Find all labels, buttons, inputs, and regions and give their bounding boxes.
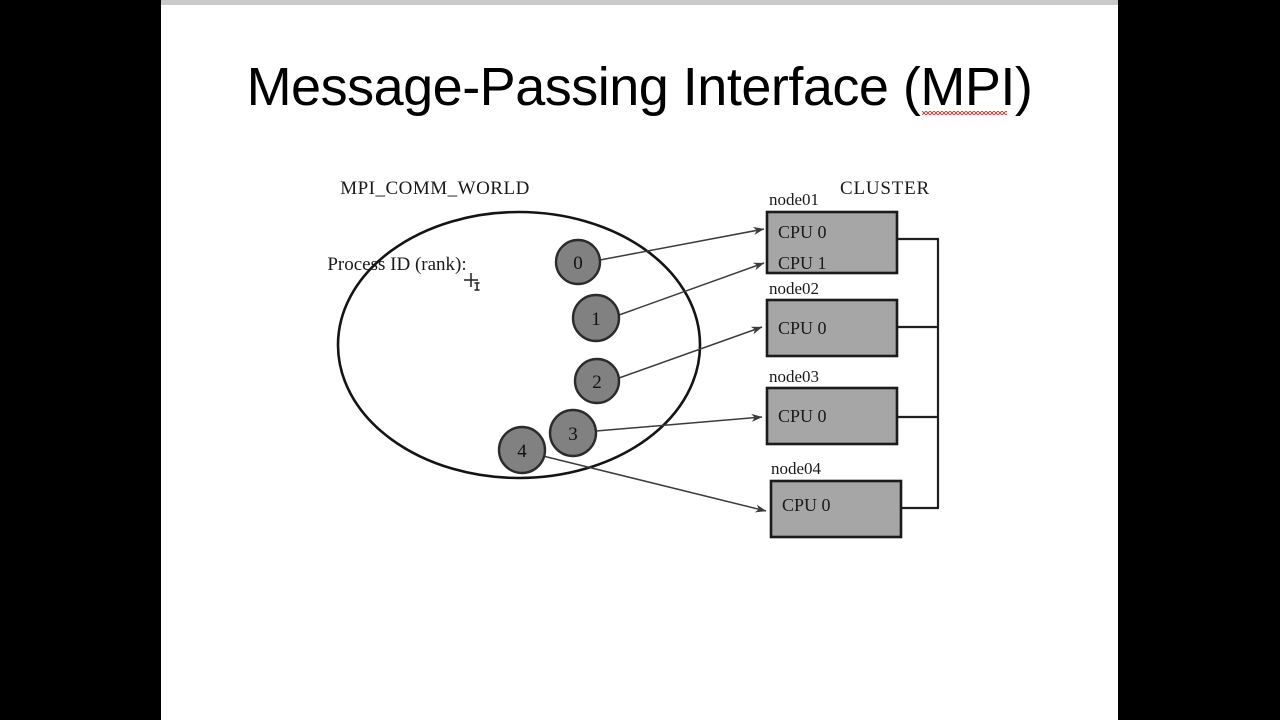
node-box-node02[interactable] (765, 298, 899, 358)
node-name-node01: node01 (769, 190, 819, 209)
node-name-node03: node03 (769, 367, 819, 386)
cluster-bus (897, 237, 940, 510)
node-box-node03[interactable] (765, 386, 899, 446)
crosshair-cursor-icon (464, 273, 480, 291)
node-node02[interactable]: node02 CPU 0 (765, 279, 899, 358)
cluster-label: CLUSTER (840, 178, 930, 199)
cpu-label-node02-0: CPU 0 (778, 318, 827, 338)
letterbox-right (1118, 0, 1280, 720)
slide-top-strip (161, 0, 1118, 5)
process-node-1[interactable]: 1 (571, 293, 621, 343)
cpu-label-node01-0: CPU 0 (778, 222, 827, 242)
process-label-4: 4 (517, 441, 527, 462)
process-circle-1[interactable] (571, 293, 621, 343)
communicator-label: MPI_COMM_WORLD (340, 178, 530, 199)
node-box-node01[interactable] (765, 210, 899, 275)
process-circle-2[interactable] (573, 357, 621, 405)
link-rank4-to-node04-cpu0 (542, 455, 767, 513)
page-title: Message-Passing Interface (MPI) (161, 56, 1118, 118)
process-circle-4[interactable] (497, 425, 547, 475)
process-circle-3[interactable] (548, 408, 598, 458)
node-name-node04: node04 (771, 459, 822, 478)
link-rank3-to-node03-cpu0 (595, 413, 763, 432)
process-circle-0[interactable] (554, 238, 602, 286)
page-title-misspelled-word: MPI (920, 57, 1015, 117)
node-node01[interactable]: node01 CPU 0 CPU 1 (765, 190, 899, 275)
cpu-label-node03-0: CPU 0 (778, 406, 827, 426)
page-title-tail: ) (1014, 57, 1033, 117)
node-node03[interactable]: node03 CPU 0 (765, 367, 899, 446)
link-rank2-to-node02-cpu0 (618, 326, 763, 379)
mpi-diagram: MPI_COMM_WORLD Process ID (rank): (327, 178, 940, 539)
node-name-node02: node02 (769, 279, 819, 298)
process-label-1: 1 (591, 309, 601, 330)
process-label-0: 0 (573, 253, 583, 274)
process-label-3: 3 (568, 424, 578, 445)
communicator-ellipse (336, 210, 702, 480)
node-box-node04[interactable] (769, 479, 903, 539)
link-rank0-to-node01-cpu0 (599, 227, 765, 261)
process-label-2: 2 (592, 372, 602, 393)
process-node-3[interactable]: 3 (548, 408, 598, 458)
cpu-label-node04-0: CPU 0 (782, 495, 831, 515)
letterbox-left (0, 0, 161, 720)
cpu-label-node01-1: CPU 1 (778, 253, 827, 273)
process-id-rank-label: Process ID (rank): (327, 254, 466, 275)
page-title-text: Message-Passing Interface ( (246, 57, 921, 117)
process-node-0[interactable]: 0 (554, 238, 602, 286)
slide-canvas: Message-Passing Interface (MPI) MPI_COMM… (161, 0, 1118, 720)
process-node-4[interactable]: 4 (497, 425, 547, 475)
process-node-2[interactable]: 2 (573, 357, 621, 405)
link-rank1-to-node01-cpu1 (618, 262, 765, 316)
node-node04[interactable]: node04 CPU 0 (769, 459, 903, 539)
